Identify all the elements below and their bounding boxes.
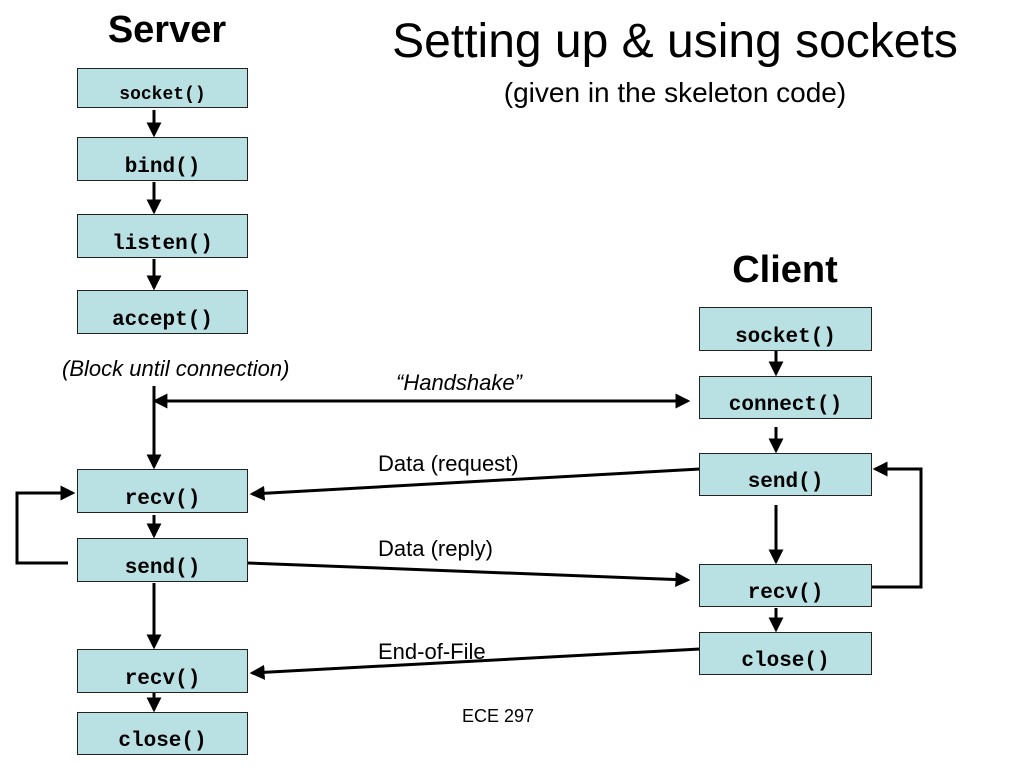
- arrow-reply: [247, 561, 691, 588]
- slide-subtitle: (given in the skeleton code): [503, 77, 847, 108]
- request-label: Data (request): [378, 451, 519, 476]
- arrow-eof: [249, 647, 701, 680]
- server-send-box: send(): [77, 538, 248, 582]
- client-close-box: close(): [699, 632, 872, 675]
- server-recv-eof-box: recv(): [77, 649, 248, 693]
- server-heading: Server: [107, 9, 227, 51]
- arrow-client-loop: [872, 461, 923, 589]
- server-accept-box: accept(): [77, 290, 248, 334]
- slide-title: Setting up & using sockets: [392, 15, 958, 68]
- reply-label: Data (reply): [378, 536, 493, 561]
- arrow-server-loop: [15, 485, 76, 565]
- block-label: (Block until connection): [62, 356, 290, 381]
- server-listen-box: listen(): [77, 214, 248, 258]
- client-send-box: send(): [699, 453, 872, 496]
- client-heading: Client: [732, 249, 838, 291]
- server-bind-box: bind(): [77, 137, 248, 181]
- arrow-request: [249, 467, 701, 501]
- client-recv-box: recv(): [699, 564, 872, 607]
- server-recv-box: recv(): [77, 469, 248, 513]
- server-close-box: close(): [77, 712, 248, 755]
- client-socket-box: socket(): [699, 307, 872, 351]
- footer-course: ECE 297: [462, 706, 535, 726]
- server-socket-box: socket(): [77, 68, 248, 108]
- client-connect-box: connect(): [699, 376, 872, 419]
- handshake-label: “Handshake”: [396, 370, 522, 395]
- eof-label: End-of-File: [378, 639, 486, 664]
